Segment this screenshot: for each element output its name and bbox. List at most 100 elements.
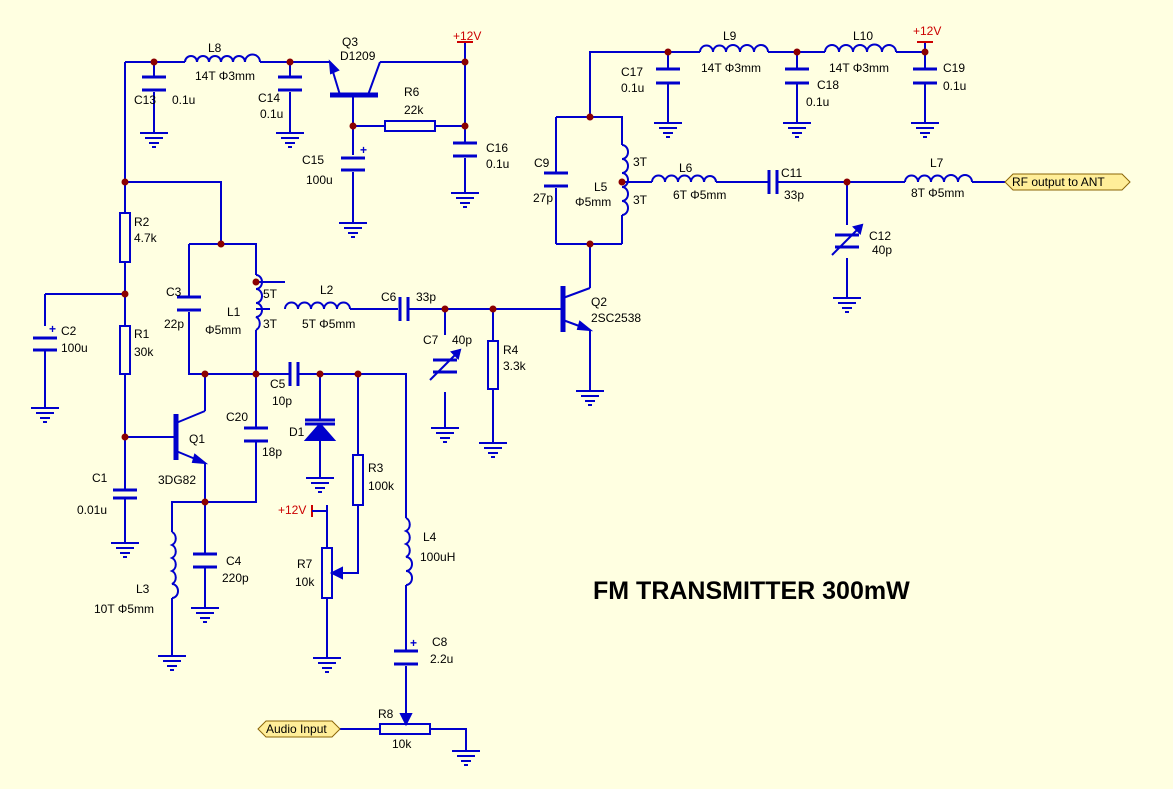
r2-ref: R2 [134, 215, 150, 229]
c19-ref: C19 [943, 61, 965, 75]
r4-ref: R4 [503, 343, 519, 357]
r6-ref: R6 [404, 85, 420, 99]
l5-value: Φ5mm [575, 195, 611, 209]
ground-icon [782, 114, 812, 138]
ground-icon [575, 382, 605, 406]
supply-markers: +12V +12V +12V [278, 24, 941, 548]
l5-tap-top: 3T [633, 155, 648, 169]
transistor-symbols [173, 59, 594, 465]
q2-ref: Q2 [591, 295, 607, 309]
ground-icon [275, 124, 305, 148]
q3-part: D1209 [340, 49, 376, 63]
c6-ref: C6 [381, 290, 397, 304]
c8-ref: C8 [432, 635, 448, 649]
c2-value: 100u [61, 341, 88, 355]
r4-value: 3.3k [503, 359, 527, 373]
c15-value: 100u [306, 173, 333, 187]
inductor-symbols [169, 43, 973, 599]
l5-tap-bottom: 3T [633, 193, 648, 207]
q3-ref: Q3 [342, 35, 358, 49]
c4-value: 220p [222, 571, 249, 585]
rf-output-port: RF output to ANT [1004, 173, 1131, 191]
varactor-diode-symbol [303, 418, 337, 441]
c18-ref: C18 [817, 78, 839, 92]
ground-icon [30, 399, 60, 423]
ground-icon [312, 649, 342, 673]
ground-icon [190, 599, 220, 623]
audio-input-port: Audio Input [257, 720, 341, 738]
c5-value: 10p [272, 394, 292, 408]
ground-icon [157, 647, 187, 671]
ground-icon [430, 419, 460, 443]
c14-ref: C14 [258, 91, 280, 105]
c15-ref: C15 [302, 153, 324, 167]
ground-icon [478, 434, 508, 458]
c13-value: 0.1u [172, 93, 195, 107]
c17-value: 0.1u [621, 81, 644, 95]
l3-value: 10T Φ5mm [94, 602, 154, 616]
junctions [121, 48, 929, 506]
l1-value: Φ5mm [205, 323, 241, 337]
ground-icon [338, 214, 368, 238]
l9-value: 14T Φ3mm [701, 61, 761, 75]
c9-ref: C9 [534, 156, 550, 170]
c1-value: 0.01u [77, 503, 107, 517]
svg-text:+: + [360, 143, 367, 157]
diagram-title: FM TRANSMITTER 300mW [593, 577, 910, 605]
r8-ref: R8 [378, 707, 394, 721]
c7-ref: C7 [423, 333, 439, 347]
c16-value: 0.1u [486, 157, 509, 171]
c20-value: 18p [262, 445, 282, 459]
c12-ref: C12 [869, 229, 891, 243]
rf-output-label: RF output to ANT [1012, 175, 1105, 189]
q1-ref: Q1 [189, 432, 205, 446]
c1-ref: C1 [92, 471, 108, 485]
c7-value: 40p [452, 333, 472, 347]
c2-ref: C2 [61, 324, 77, 338]
q1-part: 3DG82 [158, 473, 196, 487]
c3-value: 22p [164, 317, 184, 331]
l2-ref: L2 [320, 283, 334, 297]
supply-label-rf: +12V [913, 24, 941, 38]
grounds [30, 114, 940, 766]
l10-value: 14T Φ3mm [829, 61, 889, 75]
c8-value: 2.2u [430, 652, 453, 666]
c17-ref: C17 [621, 65, 643, 79]
audio-input-label: Audio Input [266, 722, 327, 736]
ground-icon [653, 114, 683, 138]
ground-icon [305, 469, 335, 493]
c11-ref: C11 [781, 166, 802, 180]
l6-value: 6T Φ5mm [673, 188, 726, 202]
wires [44, 42, 1005, 743]
l1-tap-bottom: 3T [263, 317, 278, 331]
l4-value: 100uH [420, 550, 455, 564]
l10-ref: L10 [853, 29, 873, 43]
c12-value: 40p [872, 243, 892, 257]
l3-ref: L3 [136, 582, 150, 596]
component-labels: Q3 D1209 Q1 3DG82 Q2 2SC2538 D1 R2 4.7k … [61, 29, 966, 751]
ground-icon [451, 742, 481, 766]
ground-icon [110, 534, 140, 558]
l8-value: 14T Φ3mm [195, 69, 255, 83]
l7-value: 8T Φ5mm [911, 186, 964, 200]
r3-value: 100k [368, 479, 395, 493]
c9-value: 27p [533, 191, 553, 205]
r3-ref: R3 [368, 461, 384, 475]
ground-icon [450, 184, 480, 208]
c18-value: 0.1u [806, 95, 829, 109]
ground-icon [832, 289, 862, 313]
l7-ref: L7 [930, 156, 944, 170]
l1-ref: L1 [227, 305, 241, 319]
svg-text:+: + [410, 636, 417, 650]
capacitor-symbols: + + + [33, 67, 937, 666]
c5-ref: C5 [270, 377, 286, 391]
ground-icon [910, 114, 940, 138]
c20-ref: C20 [226, 410, 248, 424]
c16-ref: C16 [486, 141, 508, 155]
r6-value: 22k [404, 103, 424, 117]
d1-ref: D1 [289, 425, 305, 439]
l1-tap-top: 5T [263, 287, 278, 301]
r2-value: 4.7k [134, 231, 158, 245]
supply-label-q3: +12V [453, 29, 481, 43]
